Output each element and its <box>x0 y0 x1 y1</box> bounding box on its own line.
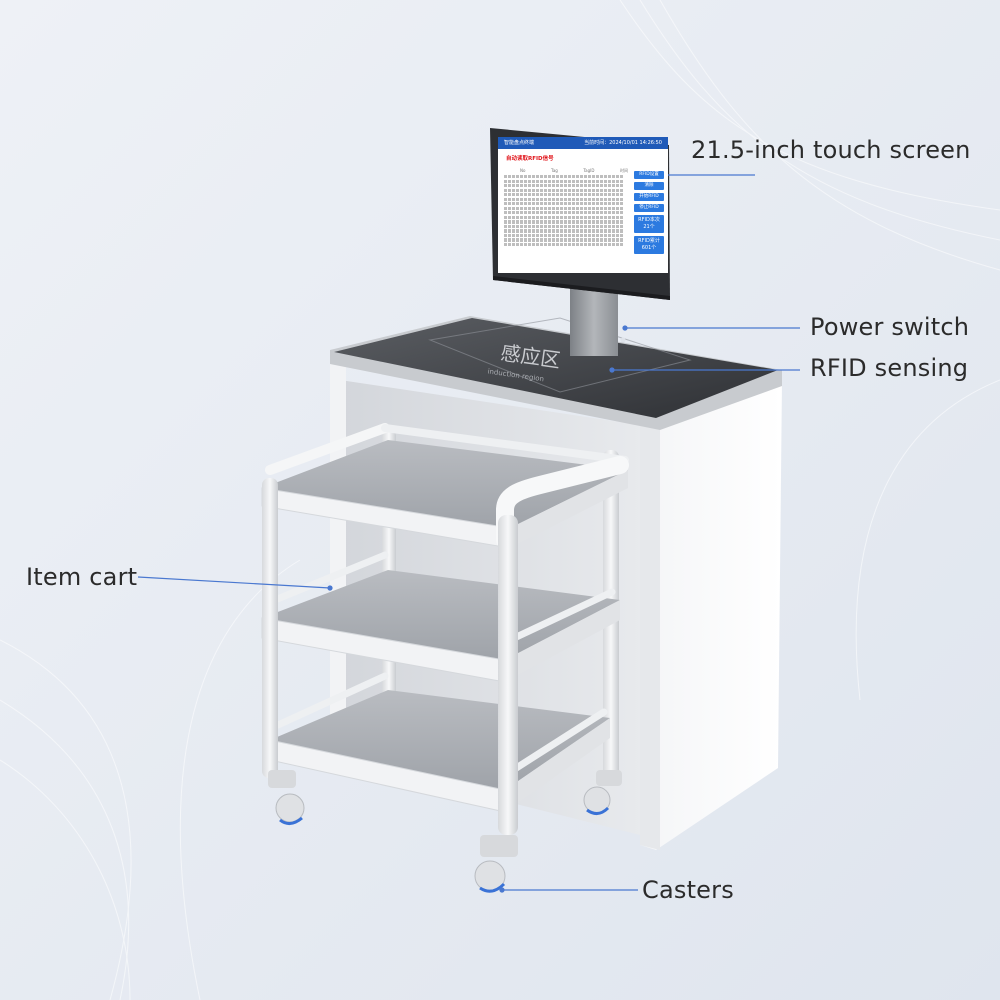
screen-alert: 自动读取RFID信号 <box>506 156 554 162</box>
screen-column-headers: No Tag TagID 时间 <box>520 168 628 174</box>
caster-back-right <box>583 770 622 815</box>
table-row <box>504 197 624 201</box>
stop-rfid-button[interactable]: 停止RFID <box>634 204 664 212</box>
table-row <box>504 188 624 192</box>
table-row <box>504 179 624 183</box>
table-row <box>504 224 624 229</box>
touch-screen-display[interactable]: 智能盘点终端 当前时间：2024/10/01 14:26:50 自动读取RFID… <box>498 137 668 273</box>
monitor-stand <box>570 282 618 356</box>
callout-item-cart: Item cart <box>26 563 138 591</box>
rfid-total-count: RFID累计 601个 <box>634 236 664 254</box>
screen-col-header: 时间 <box>620 168 628 173</box>
stat-label: RFID累计 <box>638 238 660 244</box>
stat-label: RFID本次 <box>638 217 660 223</box>
screen-col-header: Tag <box>551 168 558 173</box>
table-row <box>504 175 624 179</box>
table-row <box>504 242 624 247</box>
screen-tag-table <box>504 175 624 251</box>
table-row <box>504 193 624 197</box>
callout-line-item-cart <box>137 576 331 589</box>
table-row <box>504 211 624 215</box>
caster-front-right <box>474 835 518 893</box>
callout-rfid-sensing: RFID sensing <box>810 354 969 382</box>
stat-value: 601个 <box>641 245 657 251</box>
cabinet-right-panel <box>640 380 782 850</box>
callout-touch-screen: 21.5-inch touch screen <box>691 136 971 164</box>
table-row <box>504 238 624 242</box>
stat-value: 21个 <box>643 224 655 230</box>
rfid-current-count: RFID本次 21个 <box>634 215 664 233</box>
table-row <box>504 215 624 219</box>
cabinet-edge <box>640 420 660 850</box>
table-row <box>504 184 624 188</box>
item-cart <box>261 423 629 893</box>
screen-col-header: TagID <box>583 168 595 173</box>
caster-front-left <box>268 770 305 825</box>
table-row <box>504 233 624 238</box>
callout-casters: Casters <box>642 876 734 904</box>
power-switch[interactable] <box>620 337 626 343</box>
rfid-settings-button[interactable]: RFID设置 <box>634 171 664 179</box>
rfid-sensing-panel <box>334 318 778 418</box>
screen-title: 智能盘点终端 <box>504 140 535 146</box>
table-row <box>504 229 624 233</box>
screen-side-panel: RFID设置 清除 开始RFID 停止RFID RFID本次 21个 RFID累… <box>634 171 664 257</box>
screen-title-bar: 智能盘点终端 当前时间：2024/10/01 14:26:50 <box>498 137 668 149</box>
callout-power-switch: Power switch <box>810 313 970 341</box>
cabinet-left-panel <box>330 360 346 770</box>
table-row <box>504 220 624 224</box>
table-row <box>504 206 624 210</box>
table-row <box>504 202 624 206</box>
start-rfid-button[interactable]: 开始RFID <box>634 193 664 201</box>
screen-col-header: No <box>520 168 526 173</box>
screen-datetime: 当前时间：2024/10/01 14:26:50 <box>584 140 662 146</box>
clear-button[interactable]: 清除 <box>634 182 664 190</box>
